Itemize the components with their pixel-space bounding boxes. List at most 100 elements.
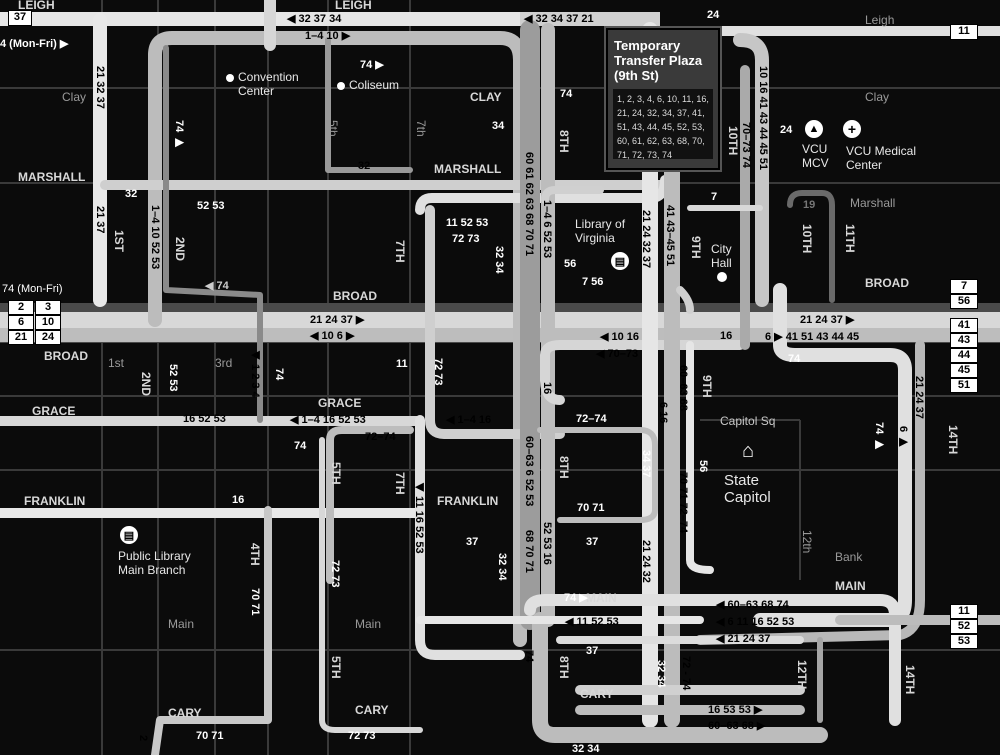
street-grace-mid: GRACE	[318, 396, 362, 410]
route-label-16-53-cary: 16 53 53 ▶	[708, 704, 763, 716]
street-marshall-left: MARSHALL	[18, 170, 86, 184]
route-label-21-24-37-r: 21 24 37 ▶	[800, 314, 855, 326]
street-14th: 14TH	[946, 425, 960, 455]
street-8th: 8TH	[557, 130, 571, 153]
route-label-52-53-16: 52 53 16	[541, 522, 553, 565]
route-label-74-small: 74	[294, 440, 307, 452]
route-label-74-clay: 74	[560, 88, 573, 100]
route-label-6-16: 6 16	[657, 402, 669, 424]
route-label-72-74-mid: 72–74	[576, 413, 607, 425]
route-label-41-43: 41 43–45 51	[664, 205, 676, 267]
route-label-6-41: 6 ▶ 41 51 43 44 45	[765, 331, 860, 343]
street-main-left: Main	[168, 617, 195, 631]
street-leigh-right: Leigh	[865, 13, 895, 27]
route-label-72-74: 72–74	[365, 431, 396, 443]
route-label-main-21: ◀ 21 24 37	[716, 633, 771, 645]
route-label-7: 7	[711, 191, 718, 203]
medical-cross-icon: +	[843, 120, 861, 138]
street-clay-right: Clay	[865, 90, 890, 104]
route-box-3: 3	[35, 300, 61, 315]
route-label-70-71-cary: 70 71	[196, 730, 224, 742]
route-label-56: 56	[564, 258, 577, 270]
street-grace-left: GRACE	[32, 404, 76, 418]
poi-vcu-mcv: VCU MCV	[802, 142, 829, 170]
route-label-main-60-63: ◀ 60–63 68 74	[716, 599, 789, 611]
street-franklin-mid: FRANKLIN	[437, 494, 499, 508]
street-14th-low: 14TH	[903, 665, 917, 695]
route-label-52-53-2nd: 52 53	[167, 364, 179, 392]
route-label-11-52-53: 11 52 53	[446, 217, 489, 229]
route-label-72-74-v: 72 - 74	[680, 656, 692, 691]
route-label-70-71: 70 71	[577, 502, 605, 514]
route-label-32-34-v: 32 34	[655, 660, 667, 688]
street-1st-small: 1st	[108, 356, 125, 370]
route-label-21-37: 21 37	[94, 206, 106, 234]
route-label-60-63-cary: 60–63 68 ▶	[708, 720, 766, 732]
poi-coliseum: Coliseum	[337, 78, 399, 92]
route-label-1-2-3-4: ◀ 1 2 3 4	[249, 348, 261, 398]
street-7th: 7TH	[393, 240, 407, 263]
street-cary-right: CARY	[580, 687, 614, 701]
route-label-60-63-68: 60–63 68	[677, 365, 689, 411]
route-label-11: 11	[396, 358, 408, 370]
route-label-74-8th: 74	[523, 650, 535, 663]
route-label-72-73-v: 72 73	[432, 358, 444, 386]
poi-convention-center: Convention Center	[226, 70, 318, 98]
route-label-68-70-71: 68 70 71	[523, 530, 535, 573]
route-label-60-63-v: 60–63 6 52 53	[523, 436, 535, 507]
route-label-74-mid: ◀ 74	[205, 280, 229, 292]
street-5th-low: 5TH	[329, 656, 343, 679]
route-label-1-4-6: 1–4 6 52 53	[541, 200, 553, 259]
route-label-37: 37	[466, 536, 479, 548]
route-label-21-24: 21 24 32 37	[640, 210, 652, 269]
route-label-32-34: 32 34	[493, 246, 505, 274]
route-label-74-r: 74	[788, 353, 801, 365]
route-label-70-73: ◀ 70–73	[596, 348, 639, 360]
poi-library-of-virginia: Library of Virginia	[575, 217, 626, 245]
route-label-60-61: 60 61 62 63 68 70 71	[523, 152, 535, 256]
street-7th-low: 7TH	[393, 472, 407, 495]
route-label-1-4-10: 1–4 10 ▶	[305, 30, 351, 42]
street-10th: 10TH	[726, 126, 740, 156]
route-label-10-16: ◀ 10 16	[600, 331, 640, 343]
street-cary-left: CARY	[168, 706, 202, 720]
capitol-building-icon: ⌂	[741, 439, 755, 462]
route-label-70-71-72: 70 71 72–74	[677, 472, 689, 534]
route-box-56: 56	[950, 294, 978, 309]
route-label-main-6-11: ◀ 6 11 16 52 53	[716, 616, 795, 628]
route-label-37-b: 37	[586, 536, 599, 548]
route-box-37: 37	[8, 10, 32, 26]
street-12th: 12TH	[795, 660, 809, 690]
route-label-56-r: 56	[697, 460, 709, 473]
route-label-34-clay: 34	[492, 120, 505, 132]
route-label-10-16-41: 10 16 41 43 44 45 51	[757, 66, 769, 170]
route-label-6-right: 6 ▶	[897, 426, 909, 449]
route-label-74-mon-fri: 74 (Mon-Fri)	[2, 283, 63, 295]
transfer-plaza-box: Temporary Transfer Plaza (9th St) 1, 2, …	[604, 26, 722, 172]
street-12th-small: 12th	[800, 530, 814, 554]
poi-city-hall: City Hall	[711, 242, 732, 270]
route-label-1-4-16: ◀ 1–4 16	[446, 414, 492, 426]
street-leigh-top-mid: LEIGH	[335, 0, 372, 12]
street-main-right: MAIN	[835, 579, 866, 593]
street-5th: 5TH	[329, 462, 343, 485]
street-marshall-mid: MARSHALL	[434, 162, 502, 176]
route-label-32-34-bot: 32 34	[572, 743, 600, 755]
street-8th-low: 8TH	[557, 656, 571, 679]
street-bank: Bank	[835, 550, 863, 564]
route-box-24: 24	[35, 330, 61, 345]
poi-capitol-sq: Capitol Sq	[720, 414, 776, 428]
poi-public-library: Public Library Main Branch	[118, 549, 191, 577]
route-box-7: 7	[950, 279, 978, 294]
street-5th-small: 5th	[326, 120, 340, 137]
route-box-52: 52	[950, 619, 978, 634]
route-box-2: 2	[8, 300, 34, 315]
route-label-34-37: 34 37	[640, 450, 652, 478]
route-label-16-right: 16	[720, 330, 733, 342]
street-broad-right: BROAD	[865, 276, 909, 290]
route-label-70-71-4th: 70 71	[249, 588, 261, 616]
poi-state-capitol: State Capitol	[724, 472, 771, 506]
route-label-7-56: 7 56	[582, 276, 604, 288]
route-box-21: 21	[8, 330, 34, 345]
